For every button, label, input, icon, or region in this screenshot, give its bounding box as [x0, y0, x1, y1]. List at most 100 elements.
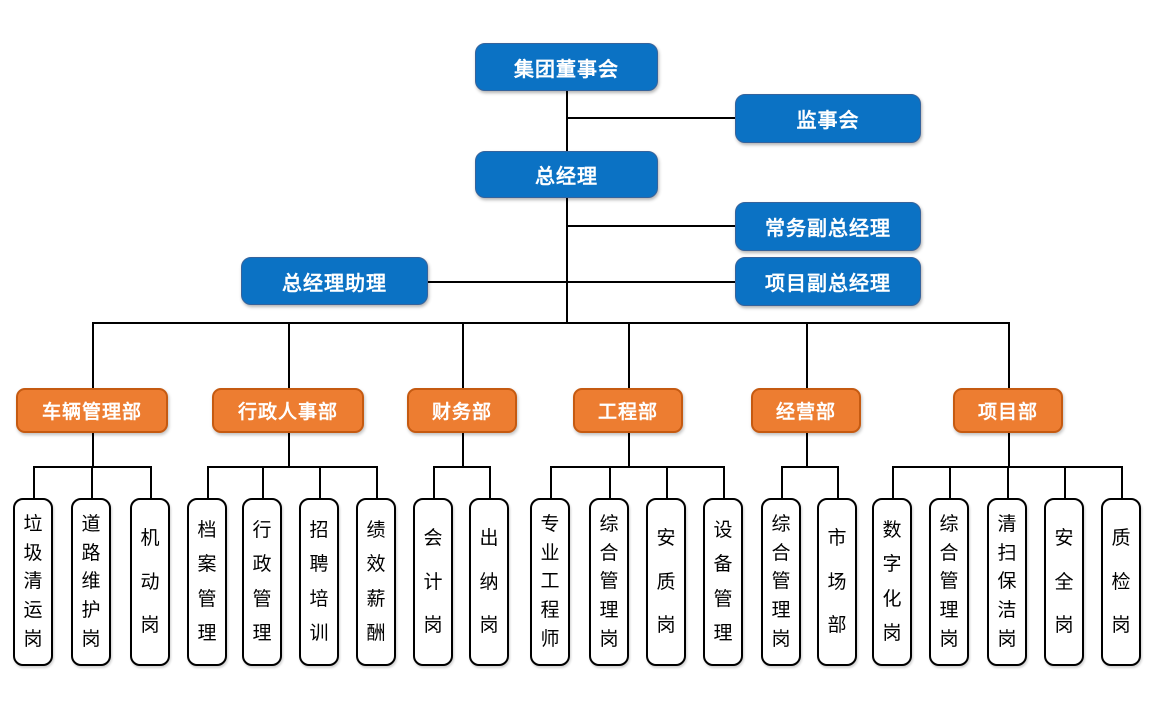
position-label-char: 程 — [540, 600, 560, 622]
connector-line — [566, 91, 568, 152]
connector-line — [462, 433, 464, 466]
position-label-char: 岗 — [771, 629, 791, 651]
department-label: 财务部 — [431, 402, 492, 423]
child-bus-line — [433, 466, 491, 468]
connector-line — [609, 466, 611, 498]
position-label-char: 岗 — [479, 614, 499, 636]
position-label-char: 字 — [882, 554, 902, 576]
position-label-char: 场 — [827, 571, 847, 593]
node-board: 集团董事会 — [475, 43, 658, 91]
position-label-char: 管 — [599, 571, 619, 593]
position-box: 综合管理岗 — [761, 498, 801, 666]
connector-line — [565, 198, 568, 323]
position-label-char: 综 — [599, 513, 619, 535]
position-label-char: 市 — [827, 528, 847, 550]
node-supervisory-board: 监事会 — [735, 94, 921, 143]
position-box: 道路维护岗 — [71, 498, 111, 666]
position-box: 综合管理岗 — [929, 498, 969, 666]
position-label-char: 岗 — [939, 629, 959, 651]
position-box: 机动岗 — [130, 498, 170, 666]
connector-line — [207, 466, 209, 498]
position-label-char: 合 — [599, 542, 619, 564]
connector-line — [628, 433, 630, 466]
position-label-char: 安 — [1054, 528, 1074, 550]
position-label-char: 薪 — [366, 588, 386, 610]
position-box: 清扫保洁岗 — [987, 498, 1027, 666]
position-label-char: 设 — [713, 519, 733, 541]
position-label-char: 机 — [140, 528, 160, 550]
position-label-char: 数 — [882, 519, 902, 541]
position-box: 综合管理岗 — [589, 498, 629, 666]
position-label-char: 道 — [81, 513, 101, 535]
position-label-char: 维 — [81, 571, 101, 593]
connector-line — [33, 466, 35, 498]
position-label-char: 动 — [140, 571, 160, 593]
node-project-deputy-gm-label: 项目副总经理 — [765, 273, 891, 295]
position-label-char: 清 — [23, 571, 43, 593]
position-label-char: 岗 — [1111, 614, 1131, 636]
position-label-char: 理 — [197, 623, 217, 645]
position-label-char: 岗 — [656, 614, 676, 636]
node-gm-assistant: 总经理助理 — [241, 257, 428, 305]
position-label-char: 洁 — [997, 600, 1017, 622]
position-label-char: 效 — [366, 554, 386, 576]
position-label-char: 垃 — [23, 513, 43, 535]
position-box: 行政管理 — [242, 498, 282, 666]
connector-line — [262, 466, 264, 498]
position-label-char: 合 — [771, 542, 791, 564]
node-executive-deputy-gm-label: 常务副总经理 — [765, 218, 891, 240]
position-box: 专业工程师 — [530, 498, 570, 666]
connector-line — [806, 322, 808, 388]
child-bus-line — [781, 466, 839, 468]
position-label-char: 备 — [713, 554, 733, 576]
position-label-char: 行 — [252, 519, 272, 541]
position-label-char: 理 — [771, 600, 791, 622]
position-label-char: 聘 — [309, 554, 329, 576]
connector-line — [892, 466, 894, 498]
position-box: 设备管理 — [703, 498, 743, 666]
position-label-char: 招 — [309, 519, 329, 541]
department-box: 经营部 — [751, 388, 861, 433]
position-label-char: 理 — [252, 623, 272, 645]
connector-line — [92, 322, 94, 388]
position-label-char: 管 — [713, 588, 733, 610]
node-board-label: 集团董事会 — [514, 58, 619, 81]
position-label-char: 会 — [423, 528, 443, 550]
connector-line — [566, 225, 735, 227]
position-label-char: 理 — [599, 600, 619, 622]
connector-line — [489, 466, 491, 498]
position-label-char: 质 — [1111, 528, 1131, 550]
position-box: 数字化岗 — [872, 498, 912, 666]
position-label-char: 酬 — [366, 623, 386, 645]
child-bus-line — [550, 466, 725, 468]
position-label-char: 路 — [81, 542, 101, 564]
position-label-char: 理 — [939, 600, 959, 622]
department-box: 项目部 — [953, 388, 1063, 433]
connector-line — [462, 322, 464, 388]
connector-line — [837, 466, 839, 498]
position-label-char: 岗 — [423, 614, 443, 636]
connector-line — [288, 433, 290, 466]
node-gm-assistant-label: 总经理助理 — [282, 272, 387, 295]
position-label-char: 档 — [197, 519, 217, 541]
department-label: 行政人事部 — [237, 402, 338, 423]
position-box: 安质岗 — [646, 498, 686, 666]
department-label: 车辆管理部 — [41, 402, 142, 423]
position-label-char: 岗 — [23, 629, 43, 651]
connector-line — [91, 466, 93, 498]
connector-line — [723, 466, 725, 498]
position-label-char: 管 — [771, 571, 791, 593]
department-box: 行政人事部 — [212, 388, 364, 433]
position-label-char: 岗 — [882, 623, 902, 645]
connector-line — [376, 466, 378, 498]
position-label-char: 综 — [939, 513, 959, 535]
connector-line — [566, 117, 735, 119]
node-executive-deputy-gm: 常务副总经理 — [735, 202, 921, 251]
department-label: 工程部 — [597, 402, 658, 423]
position-label-char: 管 — [197, 588, 217, 610]
position-box: 会计岗 — [413, 498, 453, 666]
position-box: 出纳岗 — [469, 498, 509, 666]
position-label-char: 案 — [197, 554, 217, 576]
position-box: 招聘培训 — [299, 498, 339, 666]
position-label-char: 岗 — [81, 629, 101, 651]
